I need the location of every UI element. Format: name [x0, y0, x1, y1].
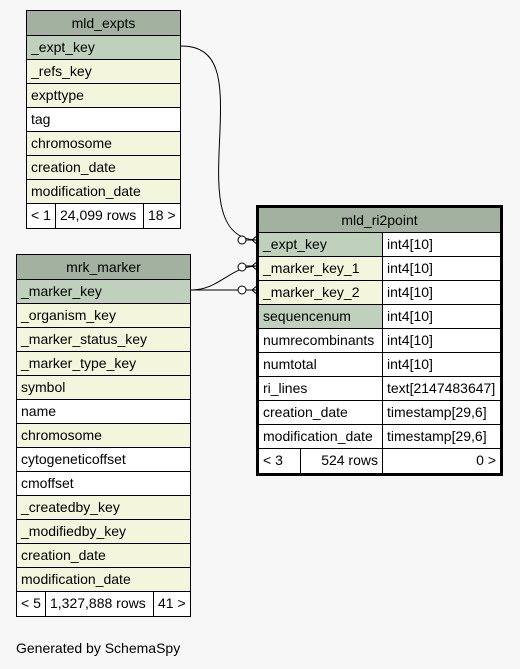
column-name: numtotal: [259, 353, 383, 376]
column-name: symbol: [21, 379, 66, 395]
column-row[interactable]: chromosome: [27, 132, 180, 156]
column-name: cmoffset: [21, 475, 74, 491]
children-count[interactable]: 0 >: [476, 452, 496, 468]
table-mrk-marker[interactable]: mrk_marker _marker_key _organism_key _ma…: [16, 254, 191, 617]
column-row[interactable]: modification_date: [27, 180, 180, 204]
crowfoot-expt-key: [237, 234, 259, 246]
column-name: numrecombinants: [259, 329, 383, 352]
column-name: _createdby_key: [21, 499, 120, 515]
column-type: int4[10]: [383, 281, 500, 304]
edge-marker-key-1: [190, 265, 259, 291]
column-row[interactable]: _marker_status_key: [17, 328, 190, 352]
column-row[interactable]: _refs_key: [27, 60, 180, 84]
column-name: expttype: [31, 87, 84, 103]
column-name: modification_date: [259, 425, 383, 448]
column-name: name: [21, 403, 57, 419]
table-footer: < 1 24,099 rows 18 >: [27, 204, 180, 228]
table-title[interactable]: mld_expts: [27, 11, 180, 36]
column-row[interactable]: tag: [27, 108, 180, 132]
children-count[interactable]: 41 >: [158, 595, 186, 611]
column-name: _organism_key: [21, 307, 116, 323]
column-type: timestamp[29,6]: [383, 401, 500, 424]
column-row[interactable]: _marker_type_key: [17, 352, 190, 376]
row-count: 524 rows: [301, 449, 383, 473]
column-row[interactable]: _organism_key: [17, 304, 190, 328]
column-name: tag: [31, 111, 51, 127]
column-type: timestamp[29,6]: [383, 425, 500, 448]
column-name: chromosome: [21, 427, 102, 443]
column-row[interactable]: _expt_key: [27, 36, 180, 60]
table-footer: < 3 524 rows 0 >: [259, 449, 500, 473]
column-name: creation_date: [31, 159, 116, 175]
crowfoot-marker-key-1: [237, 260, 259, 272]
edge-expt-key: [180, 45, 259, 241]
column-name: creation_date: [259, 401, 383, 424]
column-name: ri_lines: [259, 377, 383, 400]
column-name: cytogeneticoffset: [21, 451, 126, 467]
parents-count[interactable]: < 5: [17, 592, 46, 616]
column-row[interactable]: name: [17, 400, 190, 424]
column-type: int4[10]: [383, 353, 500, 376]
column-name: _marker_key_1: [259, 257, 383, 280]
column-name: _marker_key_2: [259, 281, 383, 304]
crowfoot-marker-key-2: [237, 284, 259, 296]
table-mld-expts[interactable]: mld_expts _expt_key _refs_key expttype t…: [26, 10, 181, 229]
column-name: modification_date: [21, 571, 131, 587]
column-row[interactable]: expttype: [27, 84, 180, 108]
table-title[interactable]: mld_ri2point: [259, 208, 500, 233]
parents-count[interactable]: < 1: [27, 204, 56, 228]
table-footer: < 5 1,327,888 rows 41 >: [17, 592, 190, 616]
column-name: _refs_key: [31, 63, 92, 79]
row-count: 24,099 rows: [56, 204, 144, 228]
column-type: text[2147483647]: [383, 377, 500, 400]
column-row[interactable]: _createdby_key: [17, 496, 190, 520]
column-row[interactable]: chromosome: [17, 424, 190, 448]
column-row[interactable]: creation_date: [17, 544, 190, 568]
column-type: int4[10]: [383, 257, 500, 280]
column-type: int4[10]: [383, 305, 500, 328]
generated-by-caption: Generated by SchemaSpy: [16, 640, 181, 656]
column-row[interactable]: _marker_key: [17, 280, 190, 304]
column-row[interactable]: cmoffset: [17, 472, 190, 496]
column-name: chromosome: [31, 135, 112, 151]
column-name: creation_date: [21, 547, 106, 563]
column-name: modification_date: [31, 183, 141, 199]
column-row[interactable]: symbol: [17, 376, 190, 400]
column-name: _expt_key: [31, 39, 95, 55]
column-name: sequencenum: [259, 305, 383, 328]
children-count[interactable]: 18 >: [148, 207, 176, 223]
table-title[interactable]: mrk_marker: [17, 255, 190, 280]
column-type: int4[10]: [383, 329, 500, 352]
column-name: _marker_status_key: [21, 331, 148, 347]
column-name: _marker_type_key: [21, 355, 137, 371]
column-row[interactable]: creation_date: [27, 156, 180, 180]
parents-count[interactable]: < 3: [259, 449, 301, 473]
column-type: int4[10]: [383, 233, 500, 256]
column-row[interactable]: _modifiedby_key: [17, 520, 190, 544]
column-row[interactable]: modification_date: [17, 568, 190, 592]
row-count: 1,327,888 rows: [46, 592, 154, 616]
column-row[interactable]: cytogeneticoffset: [17, 448, 190, 472]
column-name: _modifiedby_key: [21, 523, 127, 539]
column-name: _expt_key: [259, 233, 383, 256]
column-name: _marker_key: [21, 283, 102, 299]
